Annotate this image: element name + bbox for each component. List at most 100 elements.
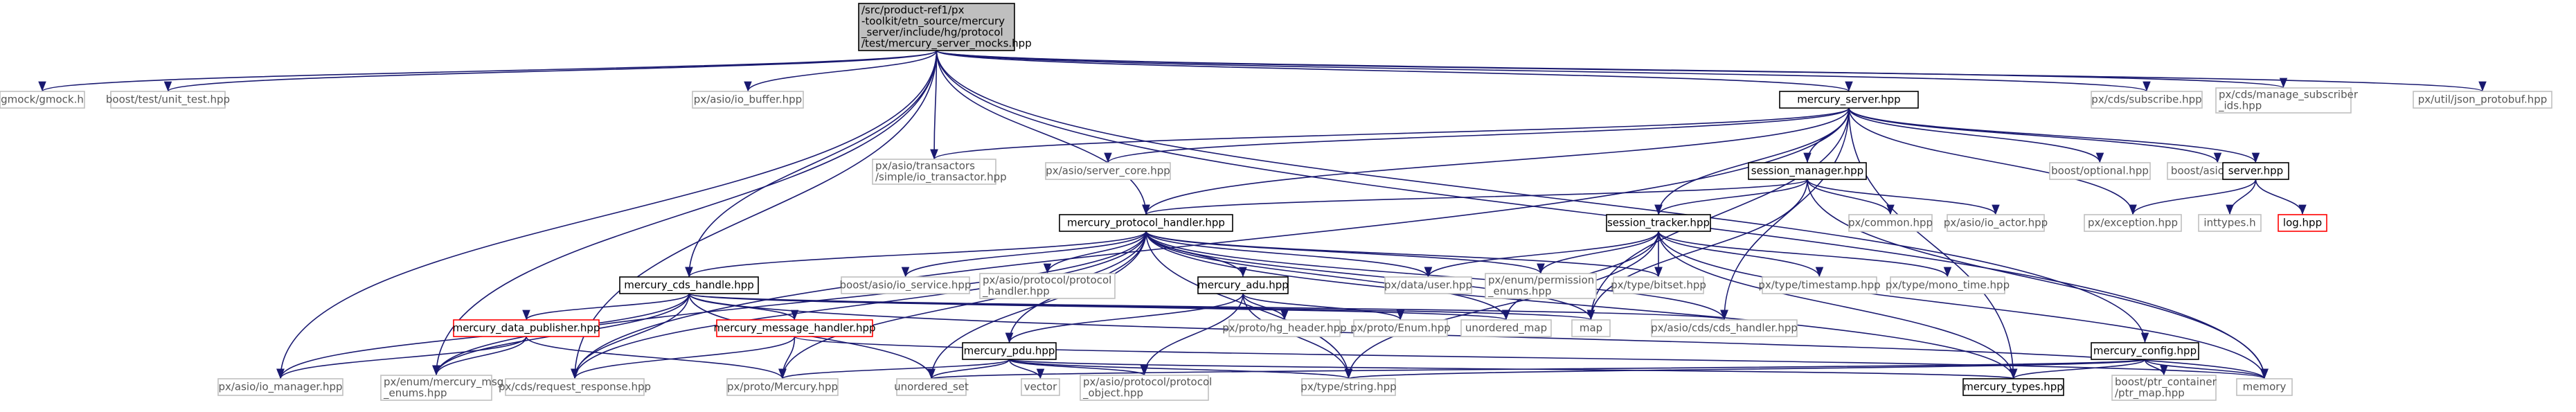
node-label: boost/ptr_container bbox=[2115, 376, 2217, 389]
edge-protocol-handler-to-bitset bbox=[1145, 231, 1663, 278]
node-box bbox=[1460, 319, 1552, 337]
node-message-handler[interactable]: mercury_message_handler.hpp bbox=[713, 319, 876, 337]
node-box bbox=[2236, 378, 2293, 396]
node-io-service[interactable]: boost/asio/io_service.hpp bbox=[840, 276, 972, 294]
node-gmock[interactable]: gmock/gmock.h bbox=[0, 91, 85, 109]
node-box bbox=[1613, 276, 1704, 294]
node-unit-test[interactable]: boost/test/unit_test.hpp bbox=[106, 91, 230, 109]
node-io-transactor[interactable]: px/asio/transactors/simple/io_transactor… bbox=[872, 159, 1007, 185]
node-ptr-map[interactable]: boost/ptr_container/ptr_map.hpp bbox=[2111, 375, 2217, 401]
node-pdu[interactable]: mercury_pdu.hpp bbox=[962, 342, 1057, 360]
node-hg-header[interactable]: px/proto/hg_header.hpp bbox=[1222, 319, 1347, 337]
node-unordered-set[interactable]: unordered_set bbox=[894, 378, 969, 396]
edge-server-hpp-to-inttypes bbox=[2226, 179, 2257, 215]
node-root[interactable]: /src/product-ref1/px-toolkit/etn_source/… bbox=[858, 3, 1032, 51]
node-box bbox=[619, 276, 759, 294]
node-protocol-handler[interactable]: mercury_protocol_handler.hpp bbox=[1059, 214, 1233, 232]
node-box bbox=[2049, 162, 2151, 180]
node-label: vector bbox=[1024, 381, 1057, 393]
node-label: map bbox=[1580, 322, 1602, 334]
node-label: px/enum/mercury_msg bbox=[384, 376, 503, 389]
edge-session-tracker-to-mono-time bbox=[1658, 231, 1952, 278]
node-box bbox=[505, 378, 645, 396]
node-box bbox=[1890, 276, 2005, 294]
node-label: mercury_pdu.hpp bbox=[964, 345, 1055, 358]
node-msg-enums[interactable]: px/enum/mercury_msg_enums.hpp bbox=[380, 375, 503, 401]
node-server-hpp[interactable]: server.hpp bbox=[2222, 162, 2289, 180]
node-px-common[interactable]: px/common.hpp bbox=[1848, 214, 1933, 232]
node-timestamp[interactable]: px/type/timestamp.hpp bbox=[1758, 276, 1881, 294]
node-label: unordered_set bbox=[894, 381, 969, 394]
node-session-tracker[interactable]: session_tracker.hpp bbox=[1606, 214, 1711, 232]
node-mono-time[interactable]: px/type/mono_time.hpp bbox=[1886, 276, 2010, 294]
node-io-manager[interactable]: px/asio/io_manager.hpp bbox=[217, 378, 343, 396]
node-session-manager[interactable]: session_manager.hpp bbox=[1748, 162, 1867, 180]
node-box bbox=[1779, 91, 1919, 109]
node-mercury-server[interactable]: mercury_server.hpp bbox=[1779, 91, 1919, 109]
edge-mercury-server-to-boost-ssl bbox=[1848, 107, 2222, 163]
node-box bbox=[872, 159, 996, 185]
node-inttypes[interactable]: inttypes.h bbox=[2198, 214, 2262, 232]
edge-adu-to-protocol-object bbox=[1140, 293, 1244, 376]
edge-protocol-handler-to-io-service bbox=[901, 231, 1147, 278]
node-label: px/asio/io_buffer.hpp bbox=[694, 93, 802, 107]
edge-mercury-server-to-px-exception bbox=[1848, 107, 2137, 215]
node-data-publisher[interactable]: mercury_data_publisher.hpp bbox=[453, 319, 600, 337]
node-json-protobuf[interactable]: px/util/json_protobuf.hpp bbox=[2413, 91, 2552, 109]
node-map[interactable]: map bbox=[1571, 319, 1611, 337]
node-box bbox=[726, 378, 839, 396]
edge-session-manager-to-io-actor bbox=[1807, 179, 2000, 215]
node-bitset[interactable]: px/type/bitset.hpp bbox=[1611, 276, 1706, 294]
node-box bbox=[2215, 87, 2352, 114]
edge-mercury-server-to-mercury-types bbox=[1848, 107, 2018, 379]
node-box bbox=[1080, 375, 1209, 401]
node-request-response[interactable]: px/cds/request_response.hpp bbox=[499, 378, 651, 396]
node-protocol-object[interactable]: px/asio/protocol/protocol_object.hpp bbox=[1080, 375, 1212, 401]
node-box bbox=[1228, 319, 1341, 337]
node-proto-mercury[interactable]: px/proto/Mercury.hpp bbox=[726, 378, 839, 396]
edge-session-tracker-to-mercury-types bbox=[1658, 231, 2018, 379]
node-io-actor[interactable]: px/asio/io_actor.hpp bbox=[1944, 214, 2048, 232]
node-box bbox=[1606, 214, 1711, 232]
node-cds-subscribe[interactable]: px/cds/subscribe.hpp bbox=[2091, 91, 2203, 109]
node-manage-subscriber[interactable]: px/cds/manage_subscriber_ids.hpp bbox=[2215, 87, 2359, 114]
node-px-string[interactable]: px/type/string.hpp bbox=[1300, 378, 1397, 396]
node-px-exception[interactable]: px/exception.hpp bbox=[2084, 214, 2182, 232]
node-box bbox=[2222, 162, 2289, 180]
edge-cds-handle-to-request-response bbox=[571, 293, 690, 379]
node-memory[interactable]: memory bbox=[2236, 378, 2293, 396]
node-label: /src/product-ref1/px bbox=[861, 4, 965, 17]
node-label: mercury_cds_handle.hpp bbox=[624, 279, 754, 292]
file-nodes: /src/product-ref1/px-toolkit/etn_source/… bbox=[0, 3, 2552, 401]
node-config[interactable]: mercury_config.hpp bbox=[2091, 342, 2199, 360]
node-log-hpp[interactable]: log.hpp bbox=[2278, 214, 2327, 232]
edge-protocol-handler-to-unordered-map bbox=[1145, 231, 1510, 321]
edge-message-handler-to-memory bbox=[794, 336, 2268, 379]
node-cds-handle[interactable]: mercury_cds_handle.hpp bbox=[619, 276, 759, 294]
node-data-user[interactable]: px/data/user.hpp bbox=[1384, 276, 1472, 294]
node-server-core[interactable]: px/asio/server_core.hpp bbox=[1045, 162, 1171, 180]
node-adu[interactable]: mercury_adu.hpp bbox=[1197, 276, 1289, 294]
edge-config-to-px-string bbox=[1345, 359, 2146, 379]
node-permission-enums[interactable]: px/enum/permission_enums.hpp bbox=[1485, 273, 1597, 299]
node-label: inttypes.h bbox=[2203, 217, 2255, 229]
node-box bbox=[1762, 276, 1877, 294]
node-asio-protocol-handler[interactable]: px/asio/protocol/protocol_handler.hpp bbox=[979, 273, 1116, 299]
node-io-buffer[interactable]: px/asio/io_buffer.hpp bbox=[692, 91, 804, 109]
node-mercury-types[interactable]: mercury_types.hpp bbox=[1962, 378, 2064, 396]
edge-root-to-config bbox=[936, 50, 2149, 343]
node-box bbox=[2091, 91, 2203, 109]
node-box bbox=[1059, 214, 1233, 232]
node-label: px/asio/io_actor.hpp bbox=[1944, 217, 2048, 230]
node-vector[interactable]: vector bbox=[1021, 378, 1060, 396]
node-boost-optional[interactable]: boost/optional.hpp bbox=[2049, 162, 2151, 180]
edge-protocol-handler-to-cds-handle bbox=[685, 231, 1147, 278]
node-unordered-map[interactable]: unordered_map bbox=[1460, 319, 1552, 337]
node-box bbox=[380, 375, 492, 401]
edge-root-to-memory bbox=[936, 50, 2269, 379]
node-label: px/asio/io_manager.hpp bbox=[218, 381, 342, 394]
node-label: px/cds/subscribe.hpp bbox=[2091, 93, 2201, 106]
edge-cds-handle-to-data-publisher bbox=[522, 293, 690, 321]
node-proto-enum[interactable]: px/proto/Enum.hpp bbox=[1350, 319, 1451, 337]
node-cds-handler[interactable]: px/asio/cds/cds_handler.hpp bbox=[1651, 319, 1798, 337]
